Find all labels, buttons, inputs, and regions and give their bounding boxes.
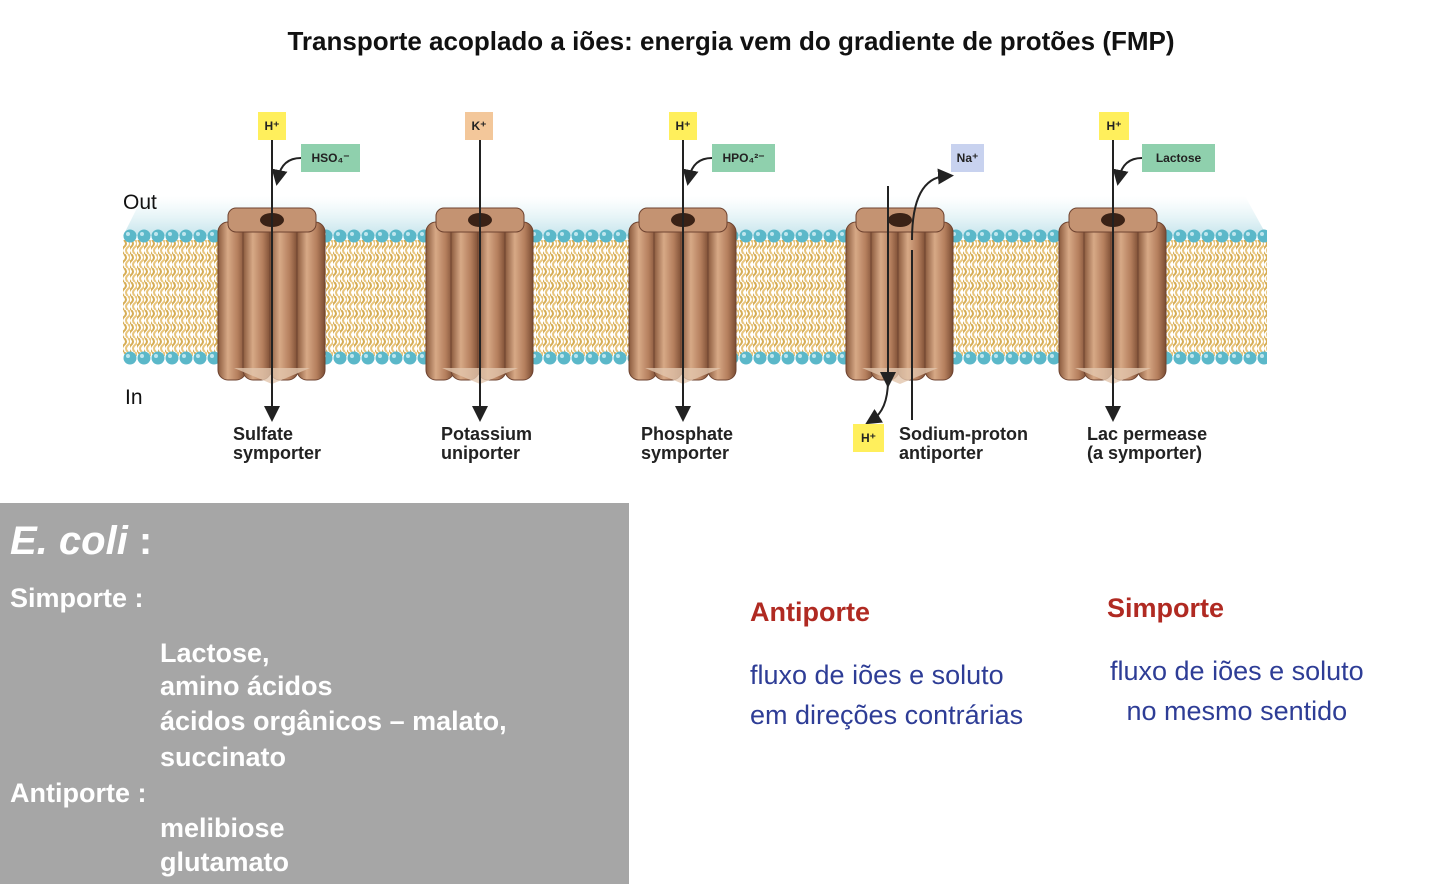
antiporte-item: glutamato [160, 847, 290, 877]
membrane-diagram [123, 140, 1267, 425]
lac-proton-tag: H⁺ [1099, 112, 1129, 140]
proton-influx-arrow [865, 379, 889, 425]
sulfate-proton-tag: H⁺ [258, 112, 286, 140]
ecoli-title: E. coli : [10, 519, 153, 563]
transporter-protein [1058, 207, 1167, 384]
simporte-item: Lactose, [160, 638, 270, 668]
solute-flux-arrow [271, 157, 302, 186]
diagram-title: Transporte acoplado a iões: energia vem … [287, 26, 1175, 56]
lac-permease-label: Lac permease(a symporter) [1087, 424, 1208, 463]
potassium-ion-tag: K⁺ [465, 112, 493, 140]
transporter-protein [845, 207, 954, 384]
phosphate-proton-tag: H⁺ [669, 112, 697, 140]
antiporte-item: melibiose [160, 813, 285, 843]
in-label: In [125, 386, 143, 409]
simporte-item: ácidos orgânicos – malato, [160, 706, 507, 736]
phosphate-solute-tag: HPO₄²⁻ [712, 144, 775, 172]
antiporte-header: Antiporte : [10, 778, 147, 808]
lactose-tag: Lactose [1142, 144, 1215, 172]
transport-proteins [217, 207, 1167, 384]
transporter-protein [425, 207, 534, 384]
simporte-item: succinato [160, 742, 287, 772]
out-label: Out [123, 191, 157, 214]
sulfate-solute-tag: HSO₄⁻ [301, 144, 360, 172]
sodium-ion-tag: Na⁺ [951, 144, 984, 172]
antiporte-title: Antiporte [750, 597, 870, 627]
simporte-item: amino ácidos [160, 671, 333, 701]
ecoli-panel: E. coli : Simporte : Lactose, amino ácid… [0, 503, 629, 884]
flux-arrows [264, 140, 1143, 425]
simporte-title: Simporte [1107, 593, 1225, 623]
sodium-efflux-arrow [911, 168, 954, 241]
solute-flux-arrow [1112, 157, 1143, 186]
solute-flux-arrow [682, 157, 713, 186]
simporte-header: Simporte : [10, 583, 144, 613]
antiporter-proton-tag: H⁺ [853, 424, 884, 452]
